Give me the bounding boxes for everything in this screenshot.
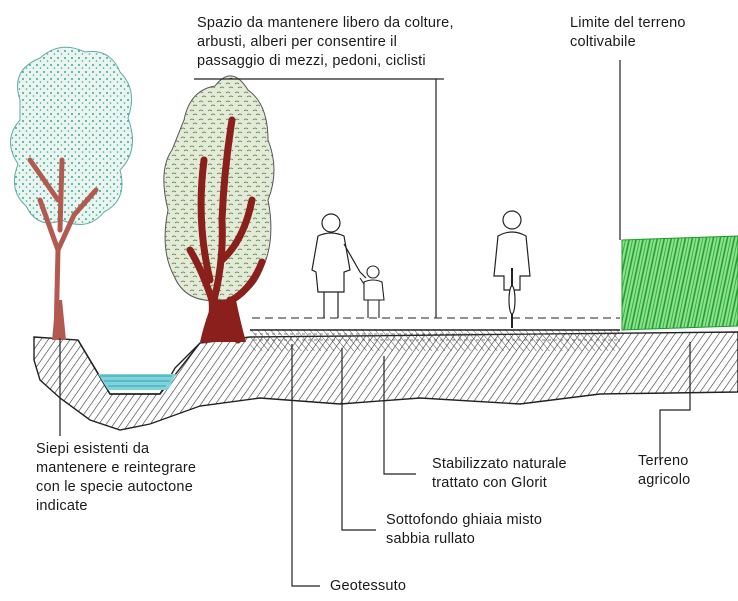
ditch-water [98,374,176,390]
label-subgrade-line-2: sabbia rullato [386,531,476,547]
label-geotextile-line-1: Geotessuto [330,578,407,594]
label-clear-space: Spazio da mantenere libero da colture, a… [197,14,454,71]
label-subgrade-line-1: Sottofondo ghiaia misto [386,512,543,528]
label-geotextile: Geotessuto [330,577,406,596]
label-cultivable-limit-line-2: coltivabile [570,34,636,50]
label-clear-space-line-1: Spazio da mantenere libero da colture, [197,15,454,31]
label-farmland: Terreno agricolo [638,452,690,490]
ground-section [33,317,738,431]
label-cultivable-limit: Limite del terreno coltivabile [570,14,686,52]
label-subgrade: Sottofondo ghiaia misto sabbia rullato [386,511,542,549]
pedestrian-figure [311,213,367,318]
child-figure [359,265,385,318]
label-stabilized-line-1: Stabilizzato naturale [432,456,567,472]
label-stabilized: Stabilizzato naturale trattato con Glori… [432,455,567,493]
cyclist-figure [493,210,531,328]
label-clear-space-line-2: arbusti, alberi per consentire il [197,34,398,50]
label-farmland-line-2: agricolo [638,472,691,488]
label-farmland-line-1: Terreno [638,453,689,469]
label-stabilized-line-2: trattato con Glorit [432,475,548,491]
label-clear-space-line-3: passaggio di mezzi, pedoni, ciclisti [197,53,426,69]
label-hedges-line-3: con le specie autoctone [36,479,193,495]
label-hedges-line-1: Siepi esistenti da [36,441,150,457]
tree-left [10,46,133,340]
label-hedges: Siepi esistenti da mantenere e reintegra… [36,440,196,516]
label-cultivable-limit-line-1: Limite del terreno [570,15,686,31]
crop-field [621,235,738,331]
hedge-tree [163,75,275,344]
leader-lines [59,60,691,587]
label-hedges-line-4: indicate [36,498,88,514]
label-hedges-line-2: mantenere e reintegrare [36,460,197,476]
